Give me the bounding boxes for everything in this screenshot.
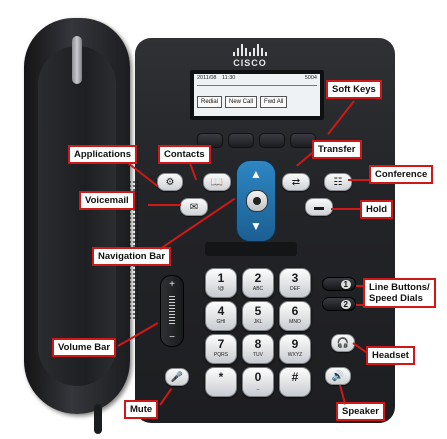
callout-soft-keys: Soft Keys	[326, 80, 382, 99]
callout-navigation-bar: Navigation Bar	[92, 247, 172, 266]
handset-stripe	[72, 36, 82, 84]
volume-level-ticks	[169, 296, 175, 324]
key-pound[interactable]: #	[279, 367, 311, 397]
callout-speaker: Speaker	[336, 402, 385, 421]
softkey-label-redial: Redial	[197, 96, 223, 108]
book-icon: 📖	[210, 176, 224, 188]
hold-icon: ▬	[314, 201, 324, 213]
leader-line-buttons-2	[356, 304, 364, 306]
conference-icon: ☷	[333, 176, 343, 188]
volume-bar[interactable]: + −	[160, 275, 184, 347]
voicemail-button[interactable]: ✉	[180, 198, 208, 216]
callout-transfer: Transfer	[312, 140, 362, 159]
status-bar: 2011/08 11:30 5004	[197, 75, 317, 86]
status-extension: 5004	[304, 75, 317, 81]
applications-button[interactable]: ⚙	[157, 173, 183, 191]
softkey-label-new-call: New Call	[225, 96, 258, 108]
handset-cord	[94, 404, 102, 434]
callout-volume-bar: Volume Bar	[52, 338, 117, 357]
softkey-label-fwd-all: Fwd All	[260, 96, 288, 108]
select-dot-icon	[253, 197, 261, 205]
status-time: 11:30	[222, 75, 236, 81]
softkey-button-2[interactable]	[228, 133, 254, 148]
callout-line-buttons-line2: Speed Dials	[369, 293, 423, 304]
line-button-1[interactable]: 1	[322, 277, 356, 291]
blank-plate	[205, 242, 297, 256]
speaker-icon: 🔊	[331, 370, 345, 382]
gear-icon: ⚙	[165, 176, 175, 188]
callout-hold: Hold	[360, 200, 394, 219]
headset-icon: 🎧	[336, 337, 350, 349]
callout-voicemail: Voicemail	[79, 191, 135, 210]
softkey-labels: Redial New Call Fwd All	[197, 96, 317, 108]
callout-conference: Conference	[369, 165, 434, 184]
nav-select-button[interactable]	[246, 190, 268, 212]
callout-mute: Mute	[124, 400, 159, 419]
softkey-button-3[interactable]	[259, 133, 285, 148]
nav-down-arrow-icon[interactable]: ▼	[250, 219, 262, 233]
callout-line-buttons: Line Buttons/ Speed Dials	[363, 278, 436, 308]
volume-minus-icon[interactable]: −	[169, 332, 175, 343]
conference-button[interactable]: ☷	[324, 173, 352, 191]
display-screen: 2011/08 11:30 5004 Redial New Call Fwd A…	[190, 70, 324, 120]
envelope-icon: ✉	[189, 201, 199, 213]
contacts-button[interactable]: 📖	[203, 173, 231, 191]
handset[interactable]	[24, 18, 130, 434]
mute-microphone-icon: 🎤	[170, 371, 184, 383]
transfer-button[interactable]: ⇄	[282, 173, 310, 191]
key-0[interactable]: 0_	[242, 367, 274, 397]
leader-conference	[348, 179, 370, 181]
callout-headset: Headset	[366, 346, 415, 365]
callout-contacts: Contacts	[158, 145, 211, 164]
nav-up-arrow-icon[interactable]: ▲	[250, 167, 262, 181]
speaker-button[interactable]: 🔊	[325, 367, 351, 385]
key-1[interactable]: 1!@	[205, 268, 237, 298]
cisco-logo-icon	[220, 44, 280, 56]
leader-hold	[331, 208, 361, 210]
leader-voicemail	[148, 204, 181, 206]
handset-inner	[38, 46, 116, 386]
volume-plus-icon[interactable]: +	[169, 279, 175, 290]
status-date: 2011/08	[197, 75, 217, 81]
mute-button[interactable]: 🎤	[165, 368, 189, 386]
line-button-2[interactable]: 2	[322, 297, 356, 311]
navigation-bar[interactable]: ▲ ▼	[236, 160, 276, 242]
cisco-wordmark: CISCO	[233, 58, 267, 68]
leader-line-buttons-1	[356, 285, 364, 287]
cisco-logo: CISCO	[220, 44, 280, 74]
key-star[interactable]: *	[205, 367, 237, 397]
callout-line-buttons-line1: Line Buttons/	[369, 282, 430, 293]
hold-button[interactable]: ▬	[305, 198, 333, 216]
callout-applications: Applications	[68, 145, 138, 164]
transfer-icon: ⇄	[291, 176, 301, 188]
